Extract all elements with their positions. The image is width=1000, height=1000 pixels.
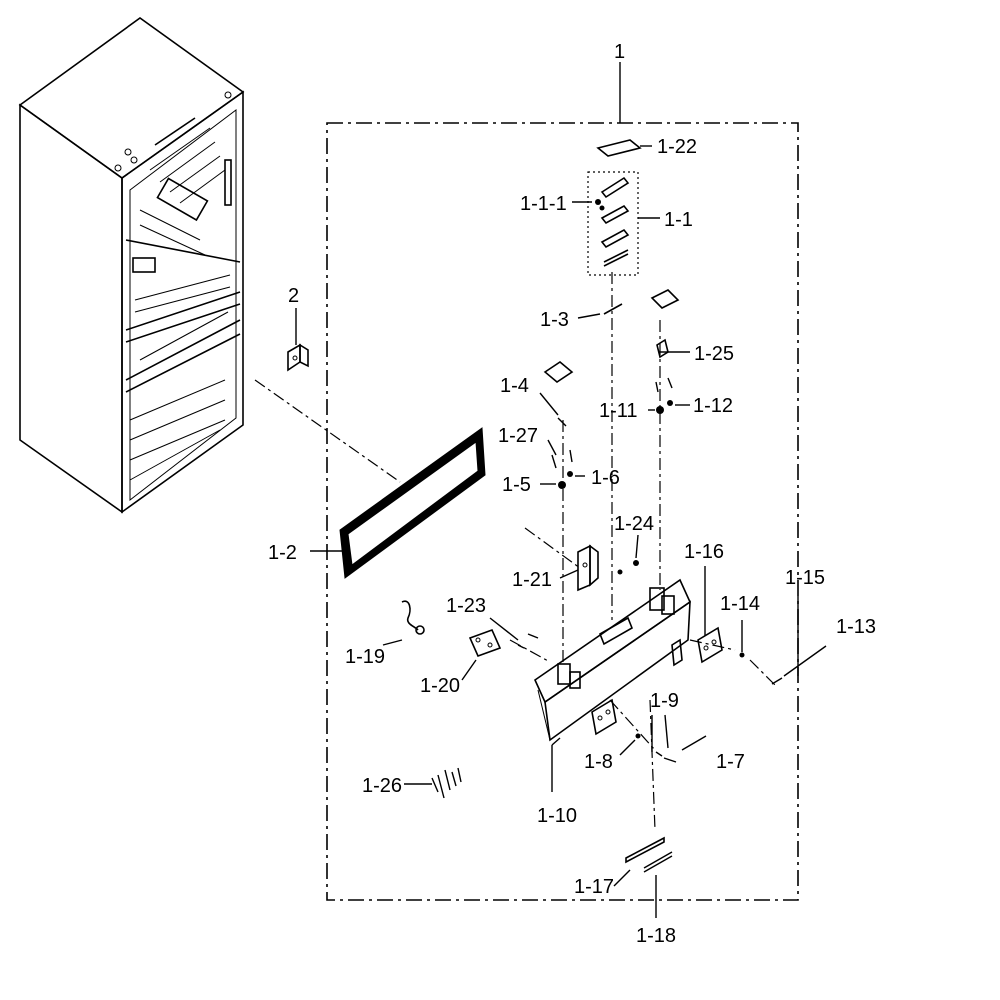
explode-lines bbox=[254, 272, 776, 831]
label-1-12: 1-12 bbox=[693, 395, 733, 417]
part-2-bracket bbox=[287, 343, 309, 372]
assembly-boundary bbox=[326, 122, 799, 901]
label-1-7: 1-7 bbox=[716, 751, 745, 773]
label-1-19: 1-19 bbox=[345, 646, 385, 668]
part-1-20-bracket bbox=[468, 628, 502, 658]
part-1-19-wire-harness bbox=[401, 600, 425, 635]
label-1-2: 1-2 bbox=[268, 542, 297, 564]
label-1-13: 1-13 bbox=[836, 616, 876, 638]
part-1-4-cover bbox=[543, 361, 574, 383]
part-1-1-switch-group bbox=[587, 171, 639, 276]
part-1-8-plate bbox=[591, 698, 641, 739]
label-1-14: 1-14 bbox=[720, 593, 760, 615]
label-1-3: 1-3 bbox=[540, 309, 569, 331]
label-1: 1 bbox=[614, 41, 625, 63]
part-1-22-cap bbox=[596, 139, 642, 157]
part-1-27-pin bbox=[551, 417, 573, 469]
part-1-16-plate bbox=[697, 626, 723, 664]
label-1-1-1: 1-1-1 bbox=[520, 193, 567, 215]
part-1-18-trim bbox=[643, 851, 673, 873]
label-1-6: 1-6 bbox=[591, 467, 620, 489]
part-1-7-screw bbox=[663, 757, 677, 763]
part-1-25-cover bbox=[650, 289, 680, 393]
part-1-12-screw bbox=[667, 400, 673, 406]
part-1-23-screw bbox=[517, 633, 539, 649]
label-1-8: 1-8 bbox=[584, 751, 613, 773]
part-1-17-trim bbox=[625, 836, 665, 864]
label-1-4: 1-4 bbox=[500, 375, 529, 397]
label-1-24: 1-24 bbox=[614, 513, 654, 535]
part-1-14-washer bbox=[739, 652, 745, 658]
part-1-6-screw bbox=[567, 471, 573, 477]
label-1-5: 1-5 bbox=[502, 474, 531, 496]
label-1-27: 1-27 bbox=[498, 425, 538, 447]
label-1-18: 1-18 bbox=[636, 925, 676, 947]
label-2: 2 bbox=[288, 285, 299, 307]
label-1-1: 1-1 bbox=[664, 209, 693, 231]
part-1-26-screw-set bbox=[431, 767, 462, 799]
label-1-20: 1-20 bbox=[420, 675, 460, 697]
leader-lines bbox=[295, 145, 827, 918]
label-1-9: 1-9 bbox=[650, 690, 679, 712]
part-1-9-pin bbox=[655, 751, 663, 757]
part-1-11-washer bbox=[656, 406, 664, 414]
label-1-22: 1-22 bbox=[657, 136, 697, 158]
label-1-21: 1-21 bbox=[512, 569, 552, 591]
label-1-23: 1-23 bbox=[446, 595, 486, 617]
part-1-24-screw bbox=[633, 560, 639, 566]
part-1-3-pin bbox=[603, 303, 623, 315]
callout-labels: 1 2 1-22 1-1-1 1-1 1-3 1-25 1-4 1-11 1-1… bbox=[268, 41, 876, 947]
part-1-2-gasket-frame bbox=[339, 427, 486, 579]
label-1-25: 1-25 bbox=[694, 343, 734, 365]
part-1-13-screw bbox=[771, 677, 783, 685]
label-1-26: 1-26 bbox=[362, 775, 402, 797]
label-1-16: 1-16 bbox=[684, 541, 724, 563]
label-1-15: 1-15 bbox=[785, 567, 825, 589]
label-1-10: 1-10 bbox=[537, 805, 577, 827]
label-1-11: 1-11 bbox=[599, 400, 638, 422]
refrigerator-cabinet-illustration bbox=[18, 17, 245, 514]
part-1-10-housing bbox=[533, 578, 692, 742]
part-1-5-washer bbox=[558, 481, 566, 489]
part-1-21-hinge-bracket bbox=[577, 544, 599, 592]
label-1-17: 1-17 bbox=[574, 876, 614, 898]
